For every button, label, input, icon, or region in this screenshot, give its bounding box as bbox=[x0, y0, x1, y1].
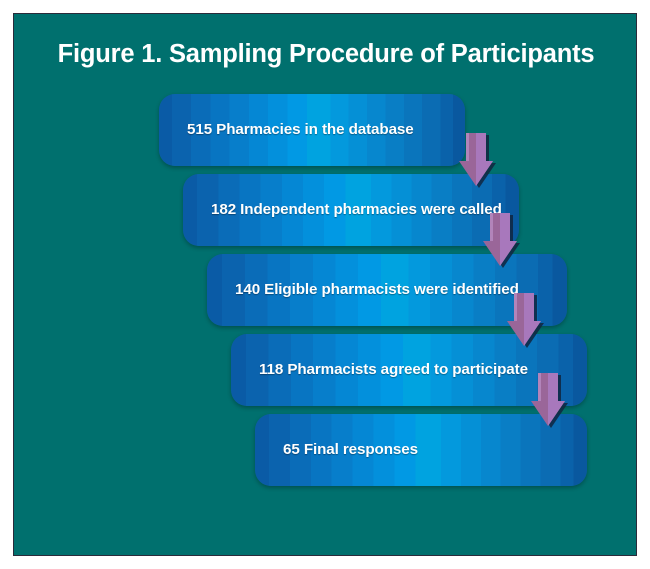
flow-step-label-1: 515 Pharmacies in the database bbox=[187, 121, 414, 138]
flow-step-box-1: 515 Pharmacies in the database bbox=[159, 94, 465, 166]
figure-panel: Figure 1. Sampling Procedure of Particip… bbox=[13, 13, 637, 556]
arrow-step1-to-step2 bbox=[452, 132, 498, 192]
flow-step-label-5: 65 Final responses bbox=[283, 441, 418, 458]
flow-step-label-4: 118 Pharmacists agreed to participate bbox=[259, 361, 528, 378]
flow-step-box-5: 65 Final responses bbox=[255, 414, 587, 486]
flow-step-box-2: 182 Independent pharmacies were called bbox=[183, 174, 519, 246]
arrow-step4-to-step5 bbox=[524, 372, 570, 432]
arrow-step3-to-step4 bbox=[500, 292, 546, 352]
flow-step-label-2: 182 Independent pharmacies were called bbox=[211, 201, 502, 218]
flow-step-label-3: 140 Eligible pharmacists were identified bbox=[235, 281, 519, 298]
flow-step-box-3: 140 Eligible pharmacists were identified bbox=[207, 254, 567, 326]
arrow-step2-to-step3 bbox=[476, 212, 522, 272]
page-title: Figure 1. Sampling Procedure of Particip… bbox=[57, 40, 595, 68]
